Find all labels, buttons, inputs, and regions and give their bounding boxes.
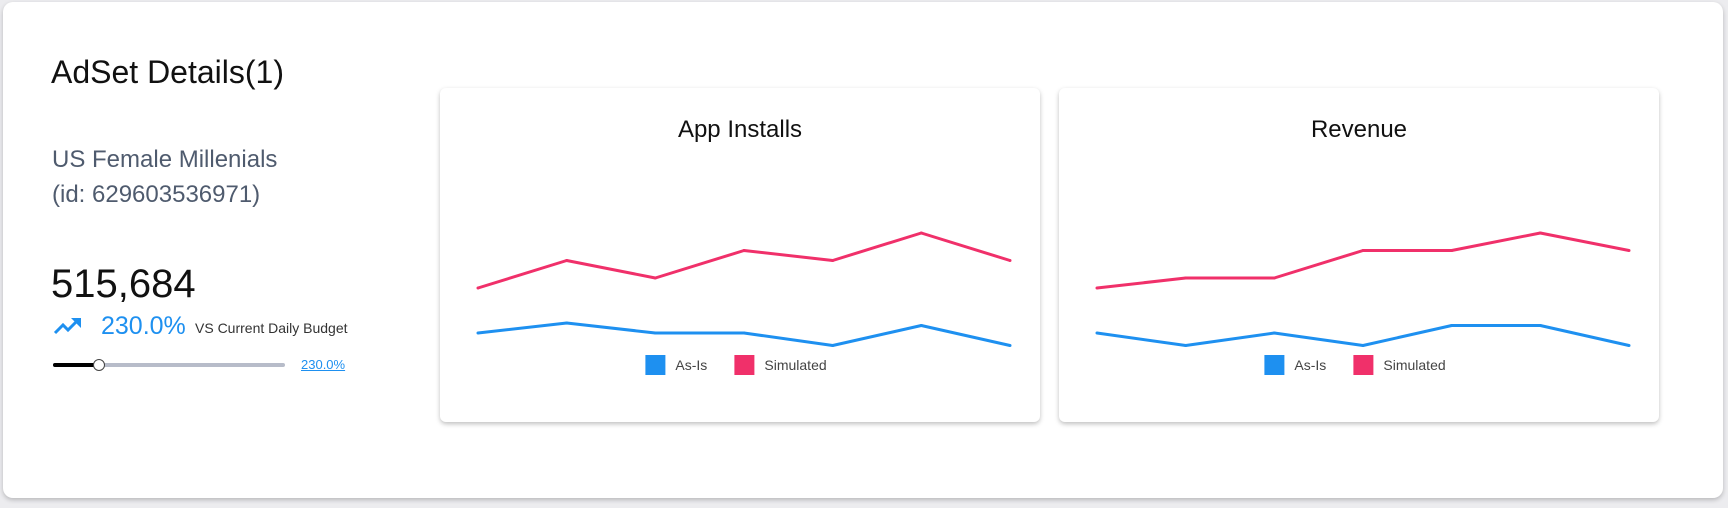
data-point xyxy=(476,286,480,290)
trending-up-icon xyxy=(53,318,81,335)
slider-fill xyxy=(53,363,100,367)
data-point xyxy=(1095,331,1099,335)
data-point xyxy=(565,259,569,262)
budget-slider[interactable] xyxy=(53,358,285,372)
data-point xyxy=(919,324,923,327)
data-point xyxy=(1361,344,1365,347)
data-point xyxy=(1538,324,1542,327)
data-point xyxy=(919,231,923,235)
data-point xyxy=(1450,249,1454,252)
data-point xyxy=(1095,286,1099,290)
data-point xyxy=(565,321,569,325)
change-percent: 230.0% xyxy=(101,312,186,340)
legend-label: As-Is xyxy=(1294,357,1326,373)
series-line-as-is xyxy=(1096,324,1630,347)
data-point xyxy=(1184,344,1188,347)
legend-swatch xyxy=(645,355,666,375)
legend-swatch xyxy=(1264,355,1285,375)
legend-label: As-Is xyxy=(675,357,707,373)
series-line-simulated xyxy=(477,231,1011,290)
series-line-simulated xyxy=(1096,231,1630,290)
data-point xyxy=(1272,331,1276,335)
data-point xyxy=(1008,344,1012,347)
legend-label: Simulated xyxy=(764,357,826,373)
change-label: VS Current Daily Budget xyxy=(195,320,348,336)
slider-track[interactable] xyxy=(53,363,285,367)
data-point xyxy=(1361,249,1365,252)
chart-title: App Installs xyxy=(678,116,802,143)
data-point xyxy=(1008,259,1012,262)
data-point xyxy=(1272,276,1276,280)
slider-thumb[interactable] xyxy=(93,359,106,371)
data-point xyxy=(1450,324,1454,327)
data-point xyxy=(831,344,835,347)
page-title: AdSet Details(1) xyxy=(51,54,284,90)
data-point xyxy=(1538,231,1542,235)
slider-value-link[interactable]: 230.0% xyxy=(301,357,346,372)
data-point xyxy=(831,259,835,262)
legend-label: Simulated xyxy=(1383,357,1445,373)
data-point xyxy=(742,249,746,252)
data-point xyxy=(653,276,657,280)
data-point xyxy=(742,331,746,335)
data-point xyxy=(1184,276,1188,280)
data-point xyxy=(1627,249,1631,252)
data-point xyxy=(1627,344,1631,347)
chart-title: Revenue xyxy=(1311,116,1407,143)
data-point xyxy=(476,331,480,335)
adset-name: US Female Millenials xyxy=(52,146,278,173)
data-point xyxy=(653,331,657,335)
adset-details-card: AdSet Details(1) US Female Millenials (i… xyxy=(3,2,1723,498)
metric-value: 515,684 xyxy=(51,262,196,306)
legend-swatch xyxy=(734,355,755,375)
adset-id: (id: 629603536971) xyxy=(52,181,261,208)
legend-swatch xyxy=(1353,355,1374,375)
